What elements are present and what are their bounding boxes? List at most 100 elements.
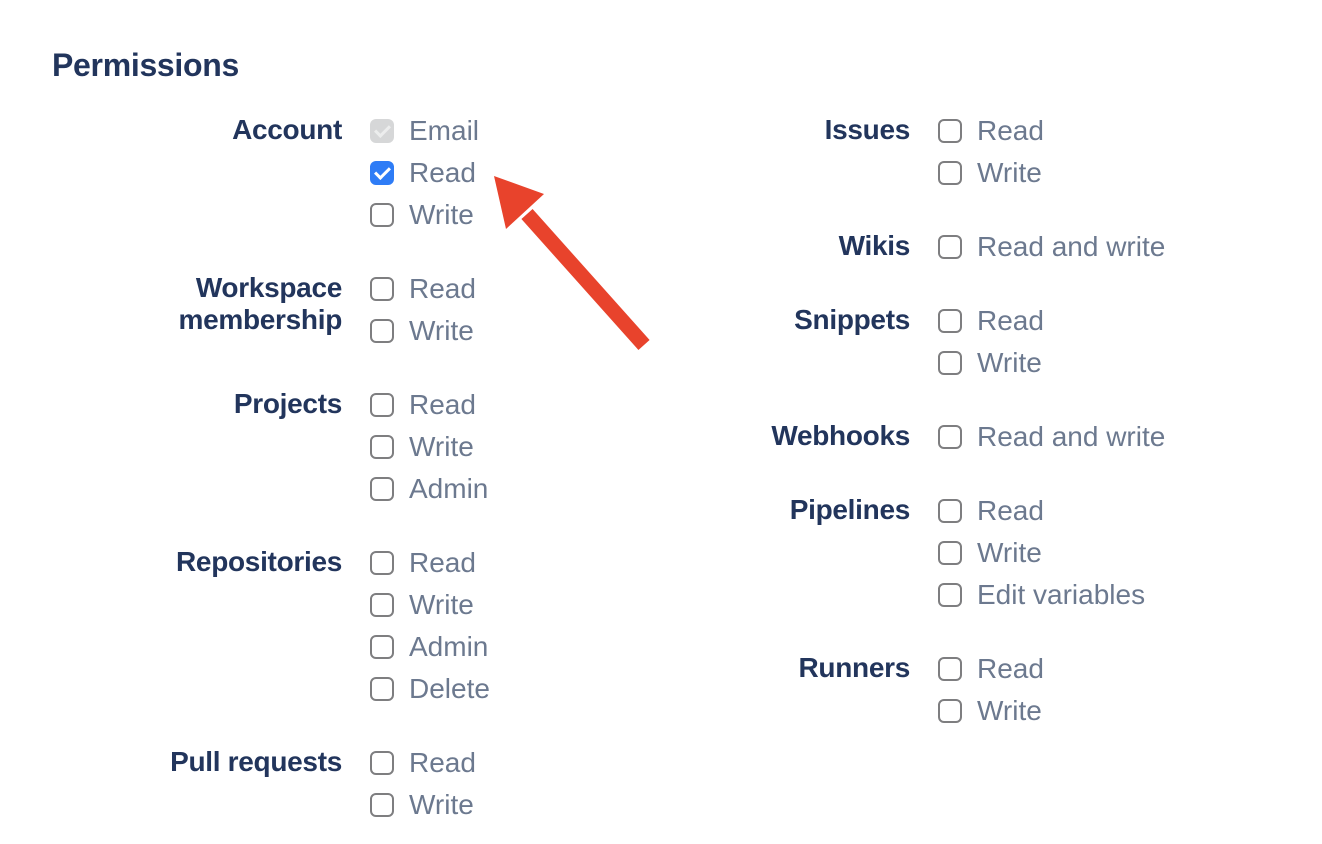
permission-items: Read Write <box>938 300 1044 384</box>
permission-item: Read <box>938 110 1044 152</box>
checkbox-projects-write[interactable] <box>370 435 394 459</box>
checkbox-label-repositories-admin[interactable]: Admin <box>409 631 489 662</box>
checkbox-label-wikis-read-and-write[interactable]: Read and write <box>977 231 1166 262</box>
checkbox-issues-write[interactable] <box>938 161 962 185</box>
checkbox-label-account-email[interactable]: Email <box>409 115 480 146</box>
permission-items: Read Write Admin Delete <box>370 542 490 710</box>
group-label-issues: Issues <box>824 114 911 145</box>
permission-item: Read <box>938 490 1145 532</box>
permission-item: Write <box>370 194 479 236</box>
permission-items: Read Write <box>370 742 476 826</box>
checkbox-repositories-read[interactable] <box>370 551 394 575</box>
checkbox-label-snippets-read[interactable]: Read <box>977 305 1044 336</box>
checkbox-pull-requests-read[interactable] <box>370 751 394 775</box>
checkbox-workspace-membership-read[interactable] <box>370 277 394 301</box>
permission-item: Write <box>370 426 488 468</box>
checkbox-webhooks-read-and-write[interactable] <box>938 425 962 449</box>
permission-items: Read Write <box>370 268 476 352</box>
permission-items: Email Read Write <box>370 110 479 236</box>
checkbox-pull-requests-write[interactable] <box>370 793 394 817</box>
checkbox-issues-read[interactable] <box>938 119 962 143</box>
permission-item: Edit variables <box>938 574 1145 616</box>
permission-item: Read <box>370 542 490 584</box>
checkbox-account-email <box>370 119 394 143</box>
permission-items: Read and write <box>938 226 1165 268</box>
permission-items: Read and write <box>938 416 1165 458</box>
permission-group-webhooks: Webhooks Read and write <box>660 416 1165 458</box>
checkbox-label-repositories-write[interactable]: Write <box>409 589 474 620</box>
group-label-webhooks: Webhooks <box>771 420 910 451</box>
checkbox-label-pull-requests-read[interactable]: Read <box>409 747 476 778</box>
checkbox-label-issues-read[interactable]: Read <box>977 115 1044 146</box>
checkbox-wikis-read-and-write[interactable] <box>938 235 962 259</box>
checkbox-pipelines-edit-variables[interactable] <box>938 583 962 607</box>
permission-item: Read <box>370 268 476 310</box>
permission-item: Write <box>938 532 1145 574</box>
group-label-repositories: Repositories <box>176 546 342 577</box>
permission-item: Write <box>370 584 490 626</box>
checkbox-repositories-admin[interactable] <box>370 635 394 659</box>
checkbox-repositories-delete[interactable] <box>370 677 394 701</box>
permission-item: Read <box>370 742 476 784</box>
checkbox-label-repositories-read[interactable]: Read <box>409 547 476 578</box>
checkbox-account-write[interactable] <box>370 203 394 227</box>
group-label-wikis: Wikis <box>838 230 911 261</box>
permissions-columns: Account Email Read Write Workspace membe… <box>52 110 1165 826</box>
permission-item: Read <box>370 384 488 426</box>
checkbox-label-projects-write[interactable]: Write <box>409 431 474 462</box>
permissions-column-left: Account Email Read Write Workspace membe… <box>52 110 660 826</box>
checkbox-label-pull-requests-write[interactable]: Write <box>409 789 474 820</box>
permission-item: Email <box>370 110 479 152</box>
group-label-workspace-membership: Workspace membership <box>178 272 343 335</box>
permission-item: Read and write <box>938 226 1165 268</box>
checkbox-label-runners-read[interactable]: Read <box>977 653 1044 684</box>
checkbox-label-projects-admin[interactable]: Admin <box>409 473 489 504</box>
permission-item: Read <box>938 300 1044 342</box>
permission-group-runners: Runners Read Write <box>660 648 1165 732</box>
checkbox-label-pipelines-read[interactable]: Read <box>977 495 1044 526</box>
permission-item: Write <box>370 784 476 826</box>
checkbox-workspace-membership-write[interactable] <box>370 319 394 343</box>
permission-item: Admin <box>370 468 488 510</box>
checkbox-label-runners-write[interactable]: Write <box>977 695 1042 726</box>
checkbox-repositories-write[interactable] <box>370 593 394 617</box>
checkbox-snippets-write[interactable] <box>938 351 962 375</box>
page-title: Permissions <box>52 47 240 83</box>
checkbox-projects-admin[interactable] <box>370 477 394 501</box>
checkbox-label-workspace-membership-read[interactable]: Read <box>409 273 476 304</box>
checkbox-runners-write[interactable] <box>938 699 962 723</box>
permission-item: Admin <box>370 626 490 668</box>
permission-group-account: Account Email Read Write <box>52 110 660 236</box>
checkbox-label-webhooks-read-and-write[interactable]: Read and write <box>977 421 1166 452</box>
checkbox-label-projects-read[interactable]: Read <box>409 389 476 420</box>
checkbox-label-issues-write[interactable]: Write <box>977 157 1042 188</box>
permission-items: Read Write Admin <box>370 384 488 510</box>
checkbox-runners-read[interactable] <box>938 657 962 681</box>
permission-group-snippets: Snippets Read Write <box>660 300 1165 384</box>
permission-item: Read <box>370 152 479 194</box>
checkbox-snippets-read[interactable] <box>938 309 962 333</box>
checkbox-label-snippets-write[interactable]: Write <box>977 347 1042 378</box>
permission-group-repositories: Repositories Read Write Admin Delete <box>52 542 660 710</box>
checkbox-account-read[interactable] <box>370 161 394 185</box>
checkbox-label-pipelines-edit-variables[interactable]: Edit variables <box>977 579 1146 610</box>
permission-item: Write <box>938 152 1044 194</box>
permission-items: Read Write <box>938 110 1044 194</box>
permission-group-projects: Projects Read Write Admin <box>52 384 660 510</box>
checkbox-pipelines-read[interactable] <box>938 499 962 523</box>
permission-item: Write <box>370 310 476 352</box>
checkbox-projects-read[interactable] <box>370 393 394 417</box>
checkbox-label-workspace-membership-write[interactable]: Write <box>409 315 474 346</box>
permissions-column-right: Issues Read Write Wikis Read and write S… <box>660 110 1165 732</box>
checkbox-label-account-write[interactable]: Write <box>409 199 474 230</box>
permission-item: Write <box>938 342 1044 384</box>
permission-items: Read Write <box>938 648 1044 732</box>
checkbox-label-repositories-delete[interactable]: Delete <box>409 673 490 704</box>
permission-item: Read <box>938 648 1044 690</box>
checkbox-pipelines-write[interactable] <box>938 541 962 565</box>
permission-group-pull-requests: Pull requests Read Write <box>52 742 660 826</box>
checkbox-label-account-read[interactable]: Read <box>409 157 476 188</box>
checkbox-label-pipelines-write[interactable]: Write <box>977 537 1042 568</box>
group-label-runners: Runners <box>798 652 911 683</box>
permission-items: Read Write Edit variables <box>938 490 1145 616</box>
